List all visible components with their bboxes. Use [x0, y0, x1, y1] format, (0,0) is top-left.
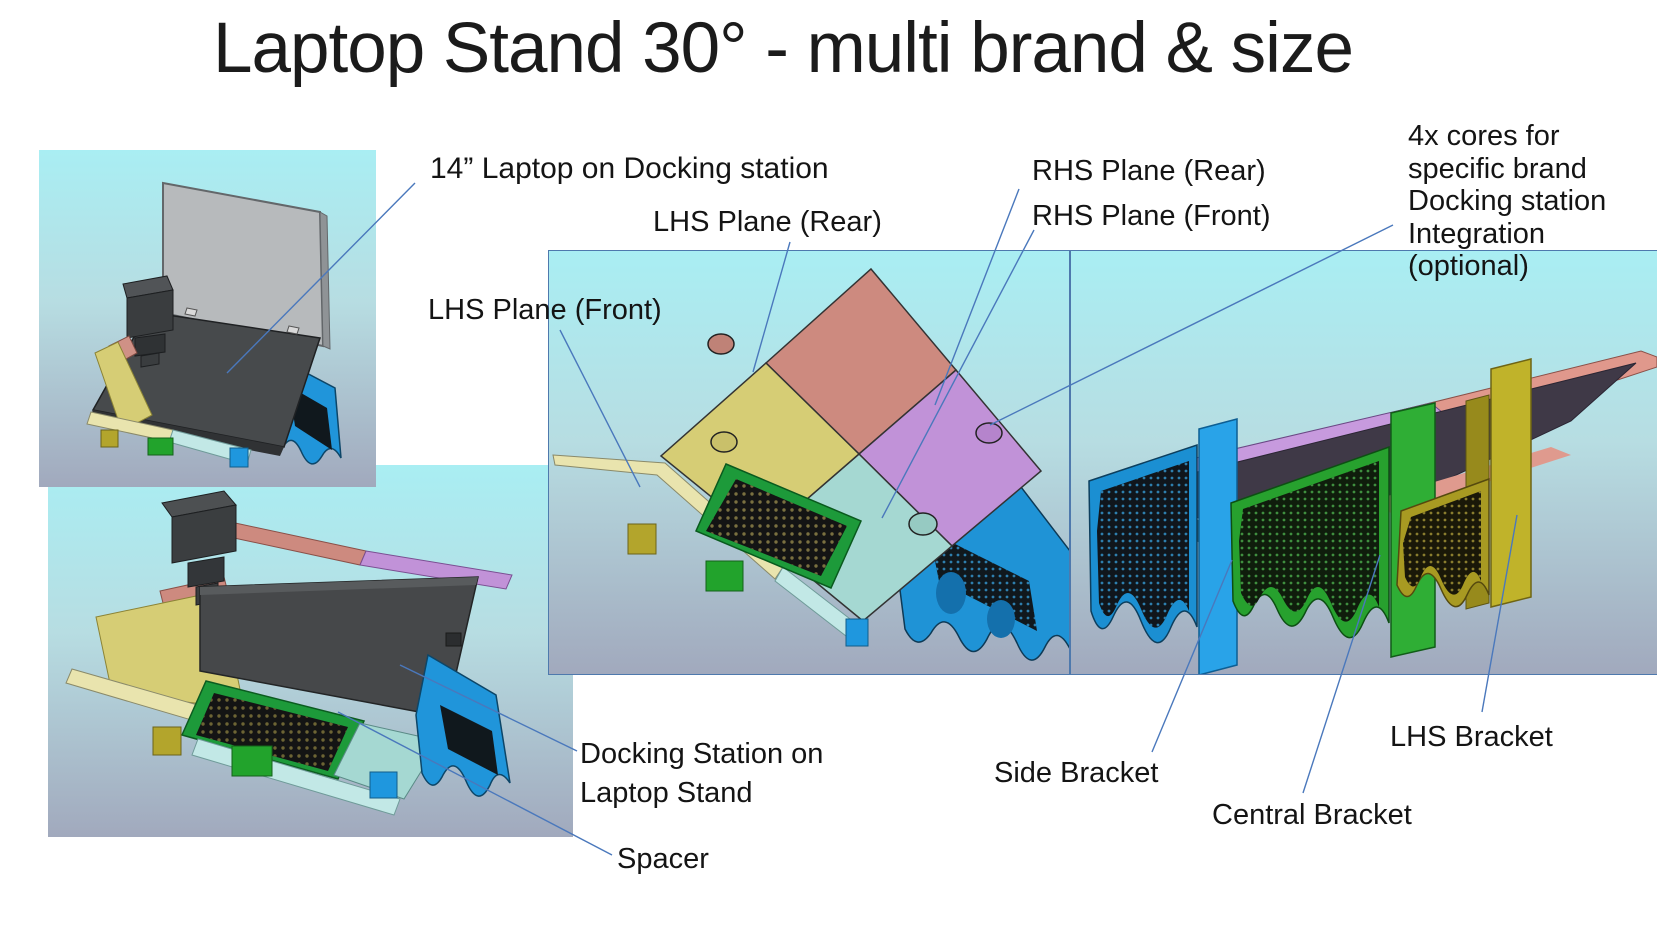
label-lhs-plane-rear: LHS Plane (Rear)	[653, 206, 882, 238]
green-foot	[705, 560, 744, 592]
stand-underside-drawing	[1088, 350, 1657, 674]
lhs-bracket-bar	[1490, 358, 1532, 608]
figure-docking-station-on-stand	[48, 465, 573, 837]
yellow-foot	[152, 726, 182, 756]
mounting-hole	[707, 333, 735, 355]
mounting-hole	[710, 431, 738, 453]
figure-laptop-on-docking-station	[39, 150, 376, 487]
label-cores-note: 4x cores for specific brand Docking stat…	[1408, 120, 1607, 282]
label-lhs-bracket: LHS Bracket	[1390, 721, 1553, 753]
green-foot	[231, 745, 273, 777]
mounting-hole	[975, 422, 1003, 444]
docking-station-block	[126, 289, 174, 339]
salmon-plane-strip	[219, 520, 367, 566]
label-central-bracket: Central Bracket	[1212, 799, 1412, 831]
label-spacer: Spacer	[617, 843, 709, 875]
yellow-plane-edge	[94, 341, 153, 432]
label-side-bracket: Side Bracket	[994, 757, 1159, 789]
yellow-foot	[100, 429, 119, 448]
label-rhs-plane-front: RHS Plane (Front)	[1032, 200, 1271, 232]
figure-stand-underside	[1070, 250, 1657, 675]
laptop-on-stand-drawing	[86, 181, 342, 468]
page-title: Laptop Stand 30° - multi brand & size	[213, 9, 1354, 88]
label-lhs-plane-front: LHS Plane (Front)	[428, 294, 662, 326]
label-docking-on-stand: Docking Station on Laptop Stand	[580, 738, 824, 809]
label-rhs-plane-rear: RHS Plane (Rear)	[1032, 155, 1266, 187]
dock-on-stand-drawing	[65, 490, 513, 816]
green-foot	[147, 437, 174, 456]
label-laptop14: 14” Laptop on Docking station	[430, 152, 829, 185]
blue-foot	[229, 447, 249, 468]
yellow-foot	[627, 523, 657, 555]
blue-foot	[845, 618, 869, 647]
dock-connector-block	[171, 504, 237, 564]
mounting-hole	[908, 512, 938, 536]
blue-foot	[369, 771, 398, 799]
